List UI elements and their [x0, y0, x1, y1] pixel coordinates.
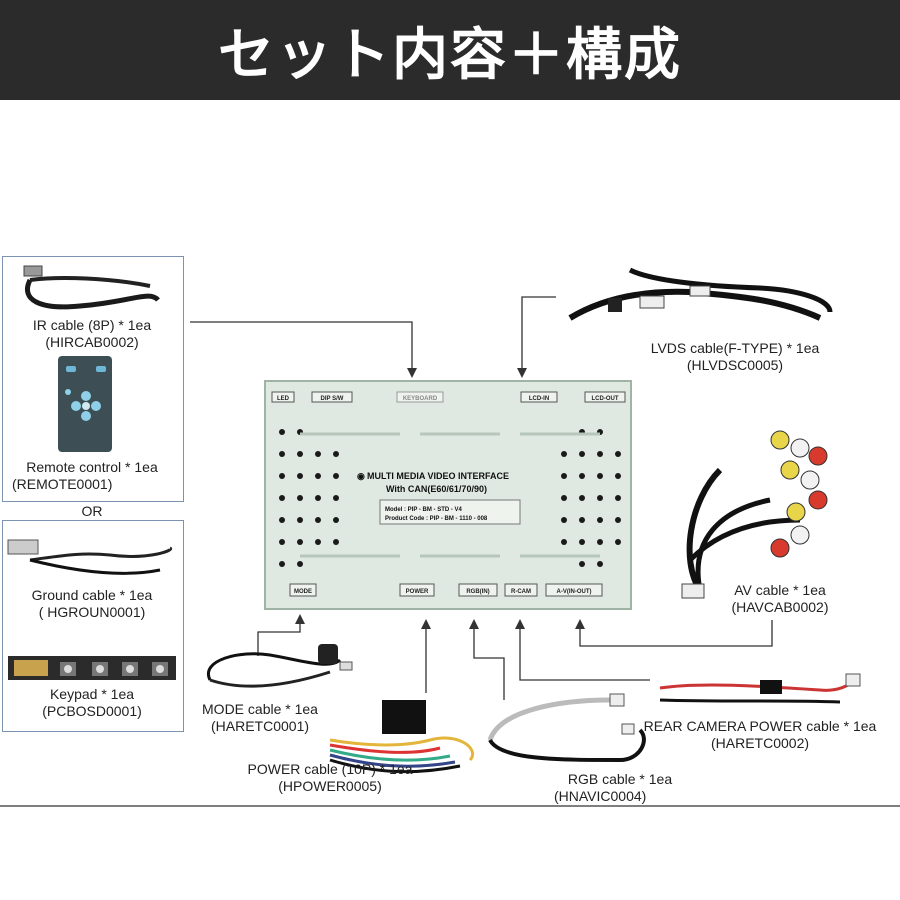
- rgb-cable-code: (HNAVIC0004): [554, 788, 647, 804]
- mode-cable-label: MODE cable * 1ea (HARETC0001): [185, 701, 335, 735]
- lvds-cable-image: [568, 267, 833, 321]
- rgb-cable-label: RGB cable * 1ea (HNAVIC0004): [540, 771, 700, 805]
- mode-arrowhead: [295, 614, 305, 624]
- power-cable-code: (HPOWER0005): [278, 778, 382, 794]
- mode-connector-line: [257, 622, 301, 656]
- remote-label: Remote control * 1ea (REMOTE0001): [2, 459, 182, 493]
- power-arrowhead: [421, 619, 431, 629]
- port-led: LED: [277, 396, 290, 402]
- mode-cable-image: [206, 644, 353, 688]
- lvds-cable-code: (HLVDSC0005): [686, 357, 784, 373]
- rear-camera-cable-code: (HARETC0002): [710, 735, 810, 751]
- remote-code: (REMOTE0001): [12, 476, 113, 492]
- device-model: Model : PIP - BM - STD - V4: [385, 507, 463, 513]
- av-connector-line: [579, 620, 773, 647]
- av-arrowhead: [575, 619, 585, 629]
- port-lcd-out: LCD-OUT: [592, 396, 619, 402]
- device-heading-icon: ◉: [357, 471, 365, 481]
- ground-cable-label: Ground cable * 1ea ( HGROUN0001): [2, 587, 182, 621]
- port-power: POWER: [406, 589, 429, 595]
- rear-camera-cable-name: REAR CAMERA POWER cable * 1ea: [643, 718, 877, 734]
- rearcam-connector-line: [519, 627, 650, 681]
- device-heading: MULTI MEDIA VIDEO INTERFACE: [367, 471, 509, 481]
- ir-cable-name: IR cable (8P) * 1ea: [32, 317, 152, 333]
- ir-arrowhead: [407, 368, 417, 378]
- remote-control-image: [58, 356, 112, 452]
- rgb-cable-name: RGB cable * 1ea: [567, 771, 673, 787]
- port-keyboard: KEYBOARD: [403, 396, 438, 402]
- av-cable-image: [681, 430, 828, 599]
- rgb-cable-image: [487, 693, 646, 763]
- power-cable-label: POWER cable (10P) * 1ea (HPOWER0005): [230, 761, 430, 795]
- keypad-name: Keypad * 1ea: [49, 686, 135, 702]
- port-mode: MODE: [294, 589, 312, 595]
- device-subheading: With CAN(E60/61/70/90): [386, 484, 487, 494]
- arrowheads: [295, 368, 585, 629]
- ir-cable-label: IR cable (8P) * 1ea (HIRCAB0002): [2, 317, 182, 351]
- ir-cable-image: [23, 265, 160, 310]
- ir-remote-box: [2, 256, 184, 502]
- rear-camera-cable-label: REAR CAMERA POWER cable * 1ea (HARETC000…: [630, 718, 890, 752]
- keypad-image: [8, 656, 176, 680]
- port-lcd-in: LCD-IN: [529, 396, 549, 402]
- lvds-connector-line: [521, 296, 556, 370]
- connector-lines: [190, 296, 773, 700]
- av-cable-code: (HAVCAB0002): [731, 599, 829, 615]
- ground-cable-name: Ground cable * 1ea: [31, 587, 153, 603]
- keypad-label: Keypad * 1ea (PCBOSD0001): [2, 686, 182, 720]
- remote-name: Remote control * 1ea: [26, 459, 158, 475]
- interface-box: ◉ MULTI MEDIA VIDEO INTERFACE With CAN(E…: [264, 380, 632, 610]
- page-title: セット内容＋構成: [218, 22, 682, 88]
- lvds-arrowhead: [517, 368, 527, 378]
- rear-camera-power-cable-image: [659, 673, 861, 704]
- mode-cable-name: MODE cable * 1ea: [202, 701, 318, 717]
- ground-cable-image: [7, 539, 173, 575]
- or-label: OR: [81, 503, 103, 519]
- keypad-code: (PCBOSD0001): [42, 703, 142, 719]
- power-cable-image: [329, 700, 474, 774]
- ir-cable-code: (HIRCAB0002): [45, 334, 139, 350]
- ir-connector-line: [190, 321, 413, 370]
- port-rgb-in: RGB(IN): [466, 589, 489, 595]
- lvds-cable-label: LVDS cable(F-TYPE) * 1ea (HLVDSC0005): [620, 340, 850, 374]
- title-banner: セット内容＋構成: [0, 0, 900, 100]
- rgb-connector-line: [473, 627, 505, 700]
- port-r-cam: R-CAM: [511, 589, 531, 595]
- av-cable-label: AV cable * 1ea (HAVCAB0002): [705, 582, 855, 616]
- ground-keypad-box: [2, 520, 184, 732]
- port-dip-sw: DIP S/W: [321, 396, 344, 402]
- power-cable-name: POWER cable (10P) * 1ea: [247, 761, 413, 777]
- rgb-arrowhead: [469, 619, 479, 629]
- mode-cable-code: (HARETC0001): [210, 718, 310, 734]
- rearcam-arrowhead: [515, 619, 525, 629]
- lvds-cable-name: LVDS cable(F-TYPE) * 1ea: [650, 340, 820, 356]
- ground-cable-code: ( HGROUN0001): [38, 604, 146, 620]
- device-product-code: Product Code : PIP - BM - 1110 - 008: [385, 516, 488, 522]
- av-cable-name: AV cable * 1ea: [734, 582, 826, 598]
- port-av-in-out: A-V(IN-OUT): [557, 589, 592, 595]
